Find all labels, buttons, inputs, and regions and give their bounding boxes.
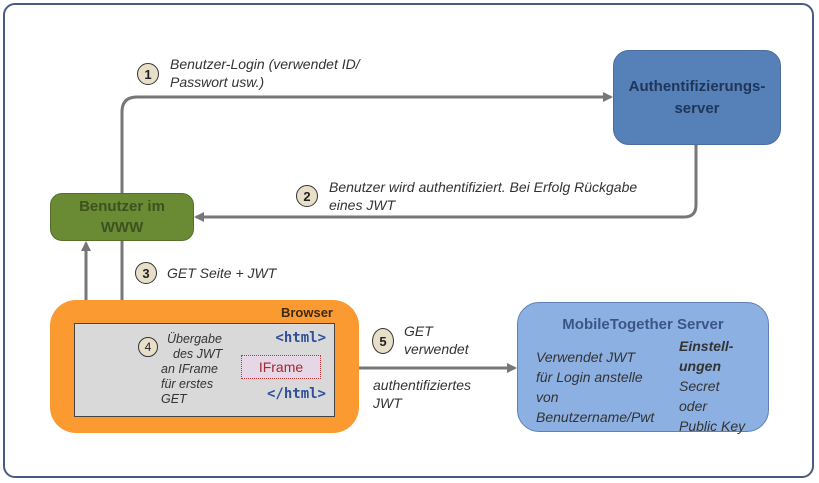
auth-server-line2: server	[674, 99, 720, 117]
mt-description: Verwendet JWT für Login anstelle von Ben…	[536, 347, 654, 427]
mt-desc-line: von	[536, 389, 559, 405]
step-1-badge: 1	[137, 63, 159, 85]
step-5-line: verwendet	[404, 341, 469, 357]
auth-server-line1: Authentifizierungs-	[628, 77, 766, 95]
user-line2: WWW	[100, 219, 144, 236]
step-2-label: Benutzer wird authentifiziert. Bei Erfol…	[329, 178, 637, 214]
mt-title: MobileTogether Server	[562, 316, 724, 333]
step4-line: GET	[161, 392, 187, 406]
step4-line: des JWT	[173, 347, 223, 361]
step-1-label: Benutzer-Login (verwendet ID/ Passwort u…	[170, 55, 360, 91]
arrow-login	[120, 92, 613, 193]
step-3-badge: 3	[135, 262, 157, 284]
html-close-tag: </html>	[266, 386, 326, 402]
mt-settings-heading: ungen	[679, 358, 721, 374]
auth-server-node: Authentifizierungs-server	[613, 50, 781, 145]
step-2-line: eines JWT	[329, 197, 396, 213]
browser-label: Browser	[280, 305, 333, 320]
step-2-line: Benutzer wird authentifiziert. Bei Erfol…	[329, 179, 638, 195]
mt-settings-line: Secret	[679, 378, 720, 394]
step-5-label-below: authentifiziertes JWT	[373, 376, 471, 412]
mt-settings-line: oder	[679, 398, 708, 414]
step4-line: für erstes	[161, 377, 214, 391]
step-3-label: GET Seite + JWT	[167, 265, 277, 281]
step4-label: Übergabe des JWT an IFrame für erstes GE…	[161, 332, 222, 407]
step-5-line: JWT	[373, 395, 402, 411]
mt-desc-line: Verwendet JWT	[536, 349, 636, 365]
step-5-line: GET	[404, 323, 433, 339]
step-5-label: GET verwendet	[404, 322, 469, 358]
mt-settings-line: Public Key	[679, 418, 746, 434]
browser-node: Browser <html> </html> IFrame Übergabe d…	[50, 300, 359, 433]
mt-settings-heading: Einstell-	[679, 338, 734, 354]
iframe-element: IFrame	[241, 355, 321, 379]
mt-desc-line: Benutzername/Pwt	[536, 409, 655, 425]
step-2-badge: 2	[296, 185, 318, 207]
step-1-line: Benutzer-Login (verwendet ID/	[170, 56, 360, 72]
browser-page: <html> </html> IFrame Übergabe des JWT a…	[74, 323, 335, 417]
step-4-badge: 4	[138, 337, 158, 357]
user-line1: Benutzer im	[79, 198, 165, 215]
diagram-frame	[3, 3, 814, 478]
html-open-tag: <html>	[275, 330, 326, 346]
mt-settings: Einstell- ungen Secret oder Public Key	[679, 336, 745, 436]
step4-line: an IFrame	[161, 362, 218, 376]
user-node: Benutzer im WWW	[50, 193, 194, 241]
step4-line: Übergabe	[167, 332, 222, 346]
step-5-badge: 5	[372, 328, 394, 354]
arrow-jwt-return	[194, 145, 698, 222]
mt-desc-line: für Login anstelle	[536, 369, 643, 385]
step-1-line: Passwort usw.)	[170, 74, 265, 90]
mobiletogether-server-node: MobileTogether Server Verwendet JWT für …	[517, 302, 769, 434]
step-5-line: authentifiziertes	[373, 377, 472, 393]
